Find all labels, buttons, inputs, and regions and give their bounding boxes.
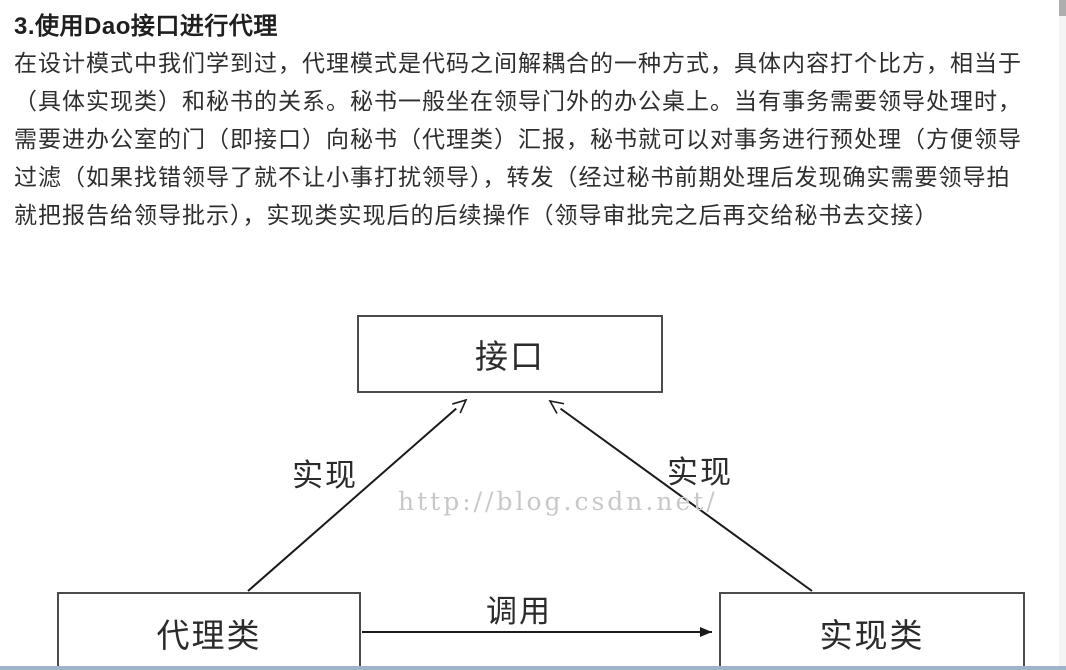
csdn-watermark: http://blog.csdn.net/ bbox=[398, 487, 718, 516]
paragraph-line: （具体实现类）和秘书的关系。秘书一般坐在领导门外的办公桌上。当有事务需要领导处理… bbox=[14, 88, 1022, 114]
article-paragraph: 在设计模式中我们学到过，代理模式是代码之间解耦合的一种方式，具体内容打个比方，相… bbox=[14, 44, 1062, 234]
paragraph-line: 在设计模式中我们学到过，代理模式是代码之间解耦合的一种方式，具体内容打个比方，相… bbox=[14, 50, 1022, 76]
implements-label-left: 实现 bbox=[292, 458, 358, 494]
proxy-class-box: 代理类 bbox=[57, 592, 361, 670]
impl-class-box: 实现类 bbox=[719, 592, 1025, 670]
implements-label-right: 实现 bbox=[667, 455, 733, 491]
scrollbar-thumb[interactable] bbox=[1059, 0, 1066, 16]
paragraph-line: 过滤（如果找错领导了就不让小事打扰领导），转发（经过秘书前期处理后发现确实需要领… bbox=[14, 164, 1011, 190]
bottom-strip bbox=[0, 666, 1066, 670]
vertical-scrollbar[interactable] bbox=[1059, 0, 1066, 670]
paragraph-line: 需要进办公室的门（即接口）向秘书（代理类）汇报，秘书就可以对事务进行预处理（方便… bbox=[14, 126, 1022, 152]
call-label: 调用 bbox=[486, 594, 552, 630]
interface-box: 接口 bbox=[357, 315, 663, 393]
section-heading: 3.使用Dao接口进行代理 bbox=[14, 13, 278, 40]
paragraph-line: 就把报告给领导批示），实现类实现后的后续操作（领导审批完之后再交给秘书去交接） bbox=[14, 202, 939, 228]
